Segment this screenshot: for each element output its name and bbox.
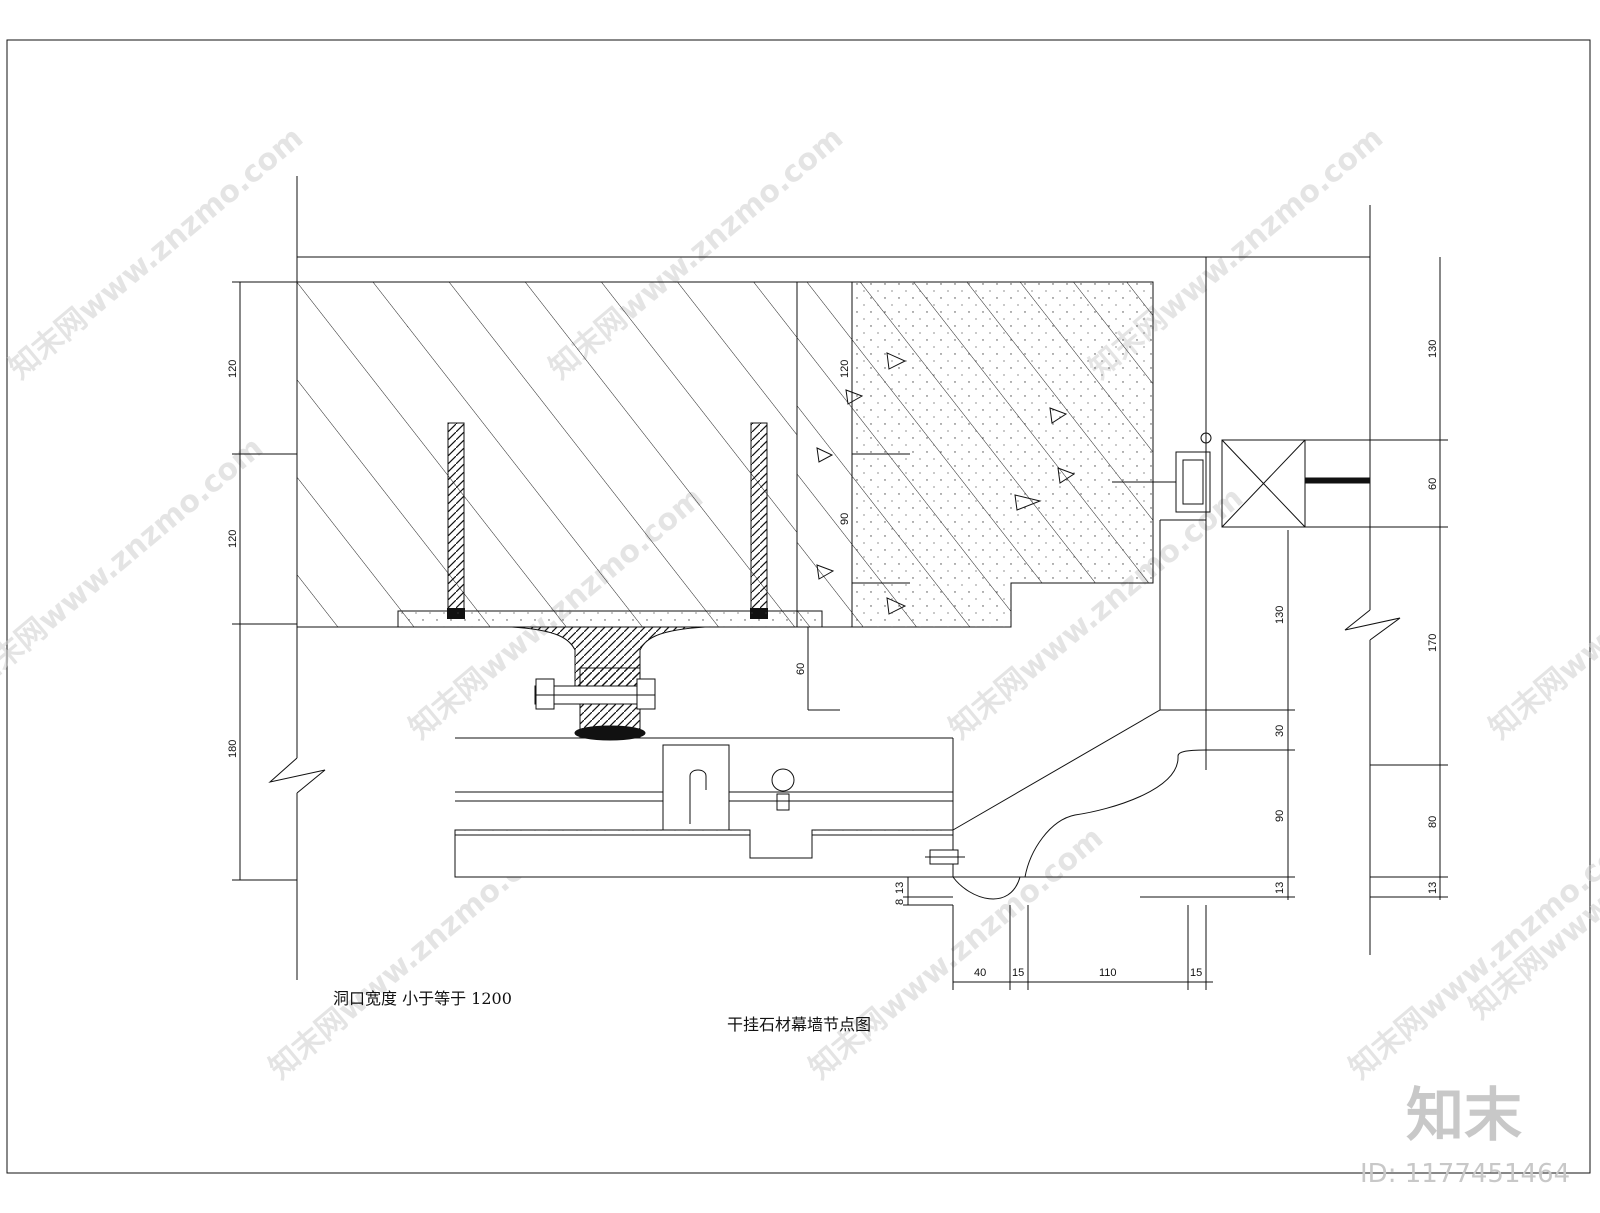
dim-right-outer-4: 80 (1427, 816, 1439, 828)
dim-right-outer-1: 130 (1427, 340, 1439, 358)
image-id-label: ID: 1177451464 (1360, 1159, 1570, 1189)
dim-right-outer-3: 170 (1427, 634, 1439, 652)
dimension-lines (232, 257, 1448, 990)
dim-bottom-3: 110 (1099, 967, 1117, 979)
stone-moulding (925, 519, 1207, 900)
steel-channel (455, 737, 954, 831)
dim-inner-1: 120 (839, 360, 851, 378)
concrete-beam (296, 281, 1154, 628)
dim-right-outer-5: 13 (1427, 882, 1439, 894)
anchor-bolt-right (750, 422, 768, 619)
dim-right-inner-4: 13 (1274, 882, 1286, 894)
stone-panel (454, 829, 1206, 878)
dim-left-2: 120 (227, 530, 239, 548)
dim-right-inner-3: 90 (1274, 810, 1286, 822)
watermark-text: 知末网www.znzmo.com (1483, 480, 1600, 746)
dim-small-1: 8 (894, 899, 906, 905)
dim-bottom-2: 15 (1012, 967, 1024, 979)
dim-inner-2: 90 (839, 513, 851, 525)
dim-right-inner-2: 30 (1274, 725, 1286, 737)
dim-bottom-4: 15 (1190, 967, 1202, 979)
watermark-text: 知末网www.znzmo.com (0, 430, 270, 696)
dim-small-2: 13 (894, 882, 906, 894)
dim-bottom-1: 40 (974, 967, 986, 979)
watermark-text: 知末网www.znzmo.com (3, 120, 310, 386)
dim-left-1: 120 (227, 360, 239, 378)
dimension-labels: 120 120 180 120 90 60 130 30 90 13 130 6… (227, 340, 1439, 979)
opening-width-note: 洞口宽度 小于等于 1200 (333, 989, 512, 1008)
embed-plate (397, 610, 823, 741)
brand-watermark: 知末 (1406, 1081, 1522, 1149)
drawing-title: 干挂石材幕墙节点图 (727, 1015, 871, 1034)
sheet-border (6, 39, 1591, 1174)
dim-right-outer-2: 60 (1427, 478, 1439, 490)
aggregate-marks (816, 352, 1076, 615)
dim-left-3: 180 (227, 740, 239, 758)
anchor-bolt-left (447, 422, 465, 619)
dim-right-inner-1: 130 (1274, 606, 1286, 624)
closing-box (1112, 432, 1371, 528)
dim-inner-3: 60 (795, 663, 807, 675)
